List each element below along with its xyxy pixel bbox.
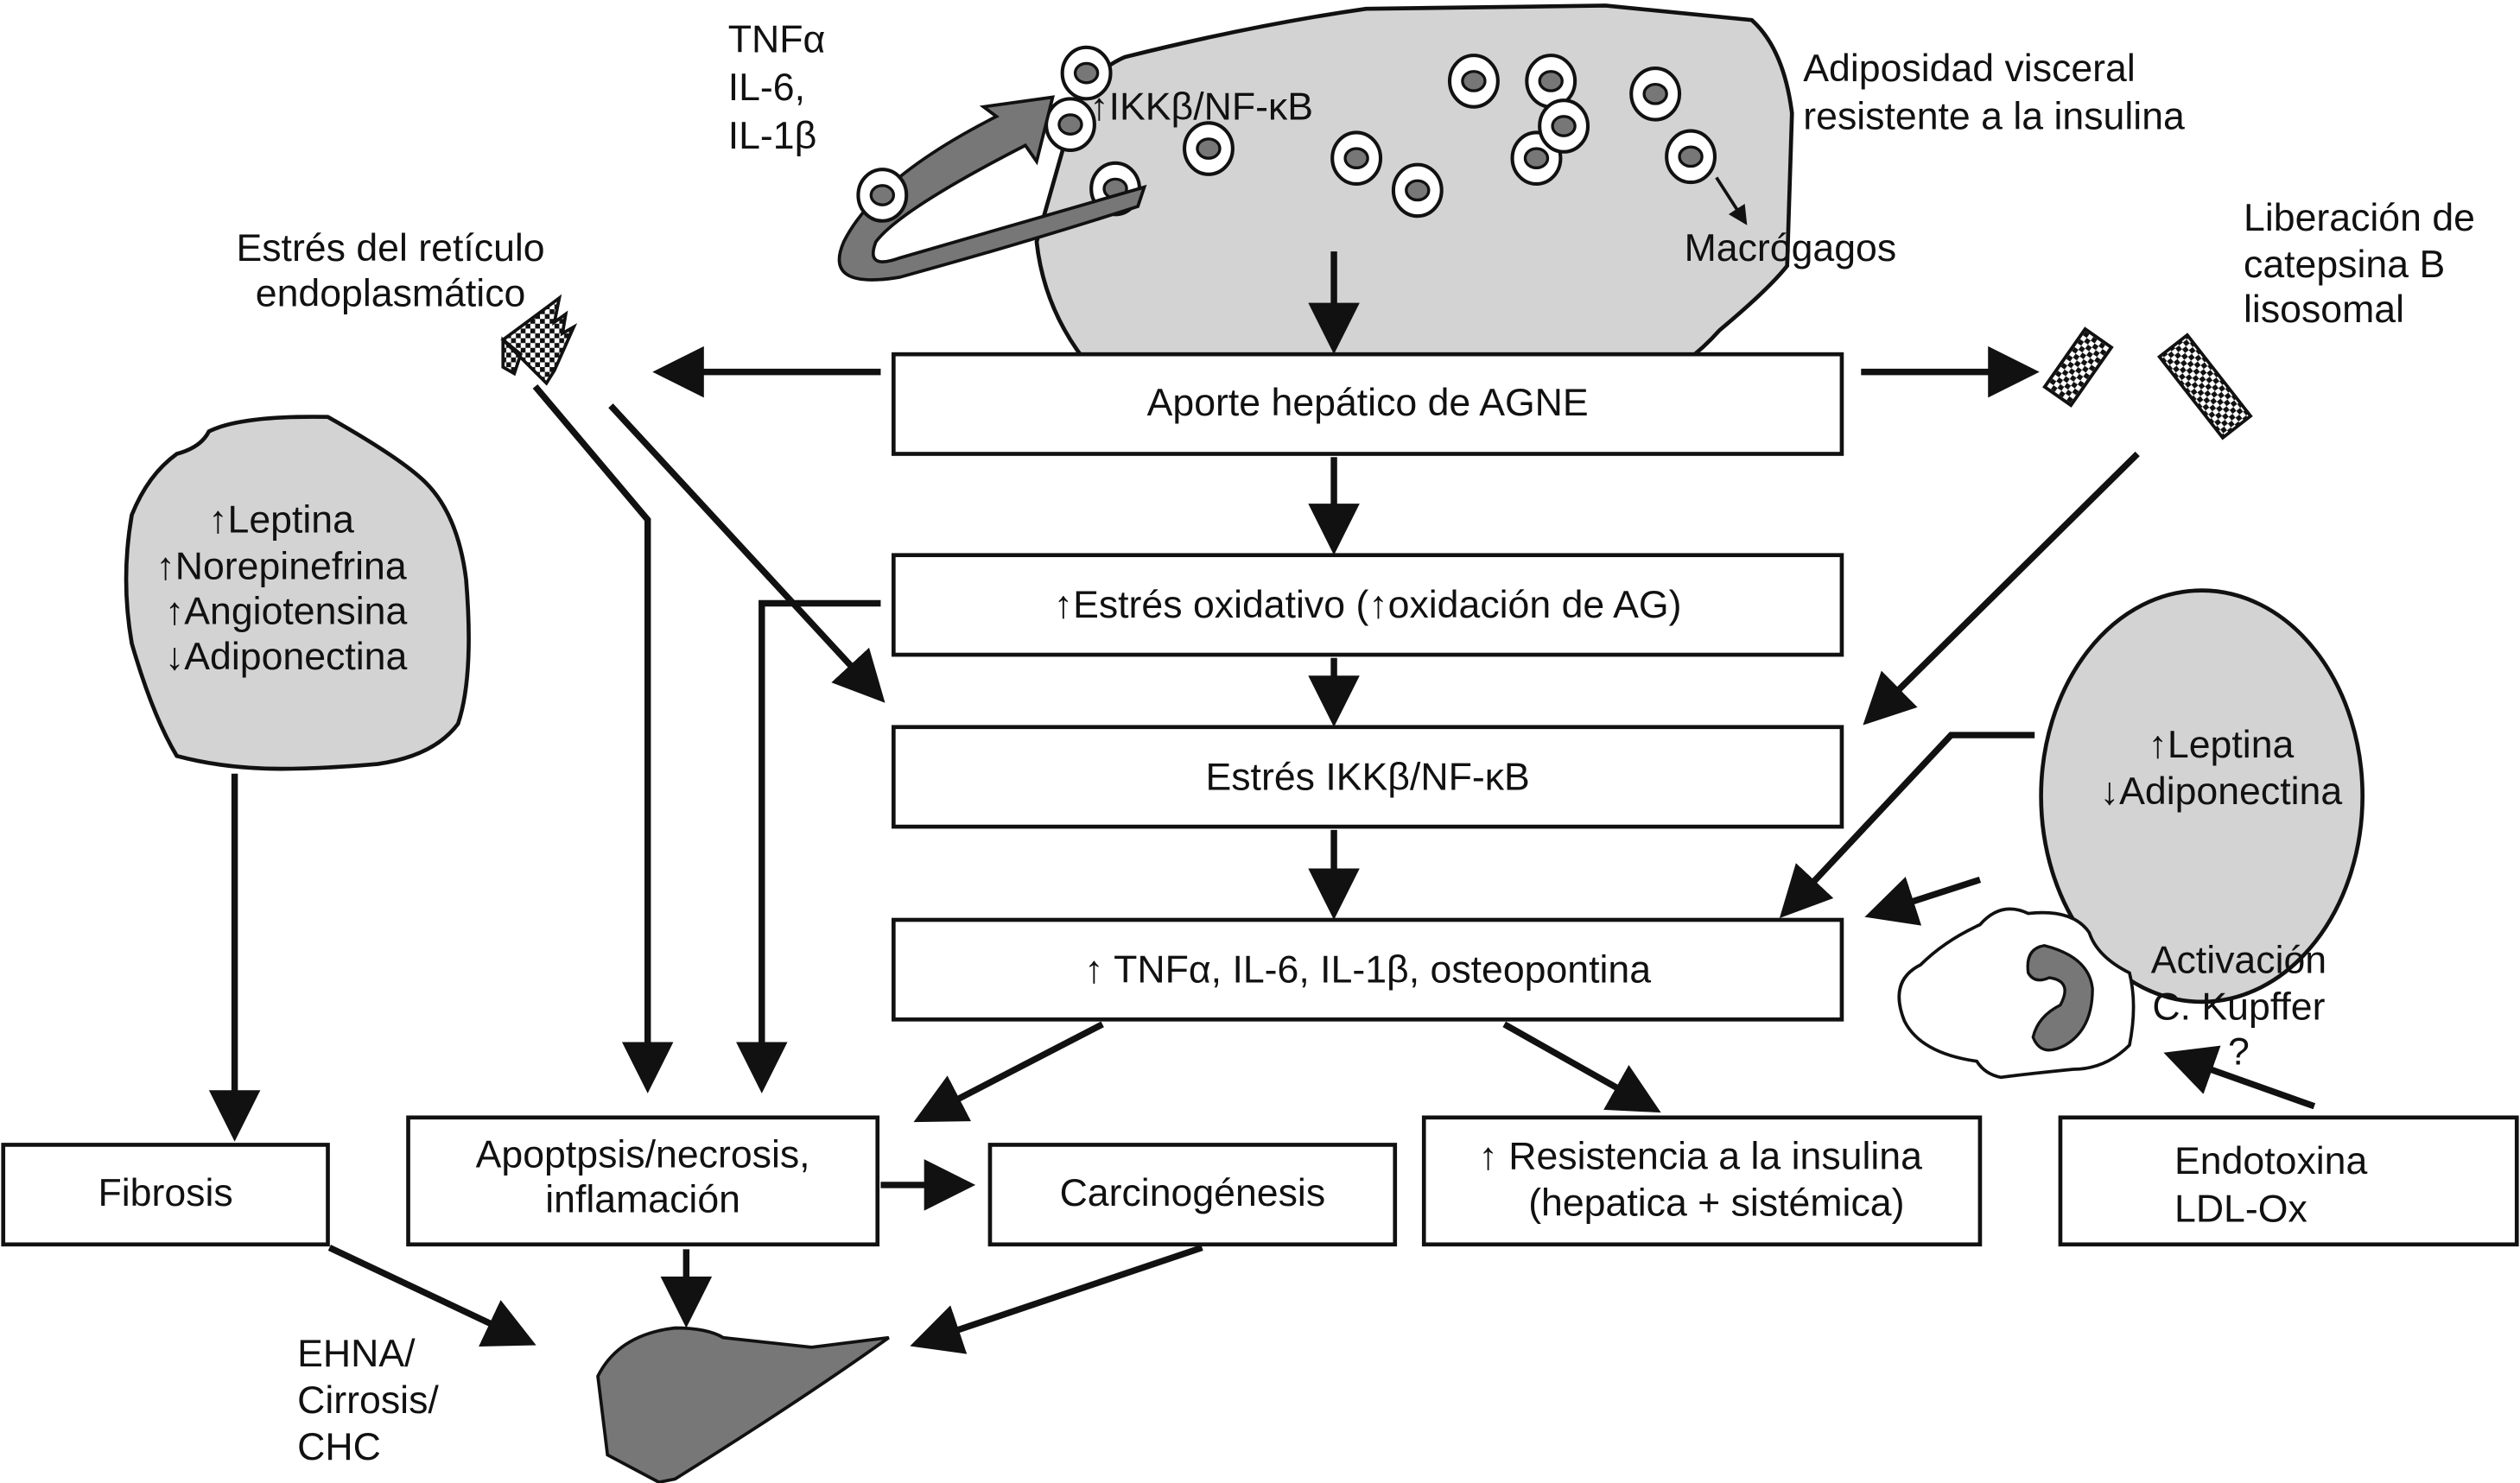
box-carcinogenesis: Carcinogénesis [987,1143,1398,1247]
adipose-tissue: ↑IKKβ/NF-κB [837,3,1794,434]
kupffer-cell-icon [1897,907,2136,1080]
liver-icon [596,1326,890,1483]
box-agne: Aporte hepático de AGNE [892,352,1844,456]
cathepsin-label-line2: catepsina B [2244,244,2445,286]
cathepsin-label-line3: lisosomal [2244,288,2404,331]
svg-text:↑Norepinefrina: ↑Norepinefrina [156,546,406,588]
box-apoptosis: Apoptpsis/necrosis, inflamación [406,1115,880,1247]
svg-text:Carcinogénesis: Carcinogénesis [1060,1172,1326,1214]
macrophage-label: Macrógagos [1685,227,1897,269]
cytokine-label-il1b: IL-1β [728,115,817,157]
cathepsin-label-line1: Liberación de [2244,197,2475,239]
svg-text:Aporte hepático de AGNE: Aporte hepático de AGNE [1147,382,1589,424]
svg-text:↑ TNFα, IL-6, IL-1β, osteopont: ↑ TNFα, IL-6, IL-1β, osteopontina [1084,949,1651,992]
arrow-endotoxin-to-kupffer [2163,1045,2316,1110]
svg-text:↑Estrés oxidativo (↑oxidación: ↑Estrés oxidativo (↑oxidación de AG) [1054,584,1682,626]
arrow-er-to-apoptosis [532,383,674,1093]
arrow-carcinogenesis-to-liver [910,1244,1203,1354]
kupffer-label-line3: ? [2228,1030,2250,1073]
svg-text:Apoptpsis/necrosis,: Apoptpsis/necrosis, [476,1133,810,1176]
box-oxidative-stress: ↑Estrés oxidativo (↑oxidación de AG) [892,553,1844,657]
svg-text:(hepatica + sistémica): (hepatica + sistémica) [1528,1182,1904,1224]
svg-text:inflamación: inflamación [545,1179,740,1221]
macrophage-cell [856,168,909,223]
er-stress-label-line2: endoplasmático [256,272,526,314]
svg-text:LDL-Ox: LDL-Ox [2174,1188,2307,1231]
box-insulin-resistance: ↑ Resistencia a la insulina (hepatica + … [1421,1115,1983,1247]
box-endotoxin: Endotoxina LDL-Ox [2058,1115,2519,1247]
arrow-cytokines-to-insulin [1502,1021,1661,1113]
svg-text:↑Angiotensina: ↑Angiotensina [165,591,408,633]
svg-text:Estrés IKKβ/NF-κB: Estrés IKKβ/NF-κB [1205,756,1529,798]
box-fibrosis: Fibrosis [1,1143,330,1247]
er-stress-icon [500,294,578,386]
svg-text:↓Adiponectina: ↓Adiponectina [2100,770,2343,813]
arrow-lysosome-to-ikk [1863,451,2140,726]
adipokine-blob-left: ↑Leptina ↑Norepinefrina ↑Angiotensina ↓A… [124,415,471,771]
adipose-inner-label: ↑IKKβ/NF-κB [1089,86,1313,129]
adipose-title-line1: Adiposidad visceral [1803,48,2135,90]
liver-label-line3: CHC [297,1426,381,1468]
liver-label-line2: Cirrosis/ [297,1379,439,1422]
svg-text:↑Leptina: ↑Leptina [208,499,354,542]
cytokine-label-il6: IL-6, [728,67,805,109]
kupffer-label-line2: C. Kupffer [2152,985,2325,1028]
arrow-oxidative-to-apoptosis [736,599,881,1093]
arrow-cytokines-to-apoptosis [913,1021,1104,1123]
svg-text:Endotoxina: Endotoxina [2174,1140,2367,1182]
lysosome-icons [2042,326,2253,440]
box-cytokines: ↑ TNFα, IL-6, IL-1β, osteopontina [892,917,1844,1022]
arrow-er-to-ikk [608,403,885,703]
box-ikk-stress: Estrés IKKβ/NF-κB [892,725,1844,829]
svg-text:↓Adiponectina: ↓Adiponectina [165,636,408,678]
arrow-blob-to-cytokines [1779,732,2035,918]
svg-text:Fibrosis: Fibrosis [98,1172,233,1214]
cytokine-label-tnf: TNFα [728,18,826,60]
liver-label-line1: EHNA/ [297,1333,416,1375]
arrows [208,251,2316,1354]
arrow-kupffer-to-cytokines [1864,876,1982,926]
svg-text:↑Leptina: ↑Leptina [2149,724,2295,766]
arrow-fibrosis-to-liver [327,1245,536,1347]
er-stress-label-line1: Estrés del retículo [236,227,544,269]
adipokine-blob-right: ↑Leptina ↓Adiponectina [2039,588,2365,1005]
kupffer-label-line1: Activación [2151,939,2326,981]
adipose-title-line2: resistente a la insulina [1803,96,2185,138]
svg-text:↑ Resistencia a la insulina: ↑ Resistencia a la insulina [1479,1135,1923,1177]
